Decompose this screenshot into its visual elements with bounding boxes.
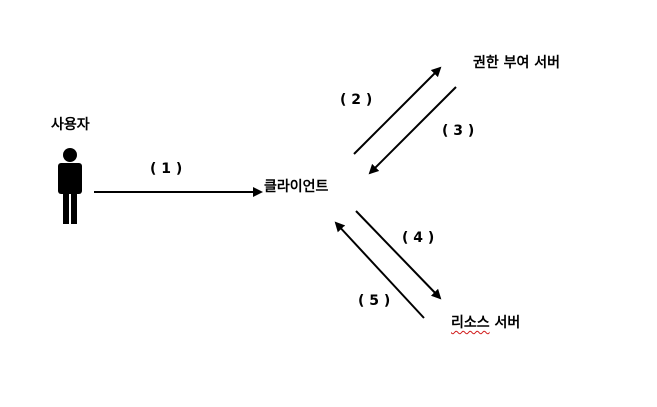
arrow-5-resource-server-to-client [334,221,425,319]
resource-word: 리소스 [451,315,490,331]
step-2-label: ( 2 ) [340,92,373,108]
arrow-3-auth-server-to-client [368,86,457,175]
auth-server-label: 권한 부여 서버 [473,55,561,71]
user-label: 사용자 [51,117,90,133]
client-label: 클라이언트 [264,179,329,195]
resource-server-label: 리소스 서버 [451,316,520,330]
server-word: 서버 [494,315,521,331]
arrow-4-client-to-resource-server [355,210,442,300]
person-icon [58,148,82,224]
step-3-label: ( 3 ) [442,123,475,139]
step-1-label: ( 1 ) [150,161,183,177]
arrow-2-client-to-auth-server [353,66,442,155]
step-5-label: ( 5 ) [358,293,391,309]
step-4-label: ( 4 ) [402,230,435,246]
